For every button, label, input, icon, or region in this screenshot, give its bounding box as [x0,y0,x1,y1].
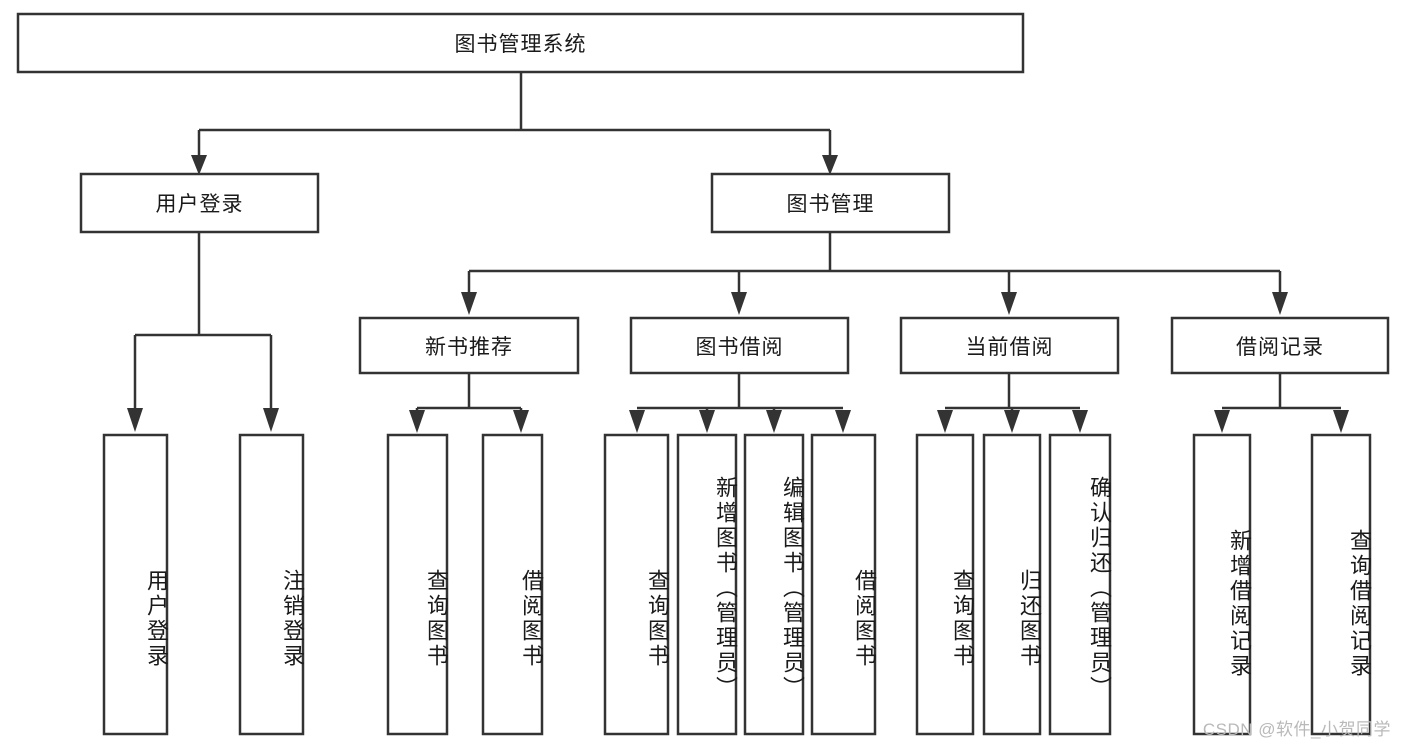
node-root[interactable] [16,12,1025,74]
arrow-head-new-book [461,292,477,315]
arrow-head-newbook-leaf1 [409,410,425,433]
arrow-head-bookborrow-leaf4 [835,410,851,433]
node-user-login[interactable] [79,172,320,234]
leaf-book-borrow-3[interactable] [810,433,877,736]
leaf-current-borrow-2[interactable] [1048,433,1112,736]
node-book-management[interactable] [710,172,951,234]
boxes-group [16,12,1390,736]
leaf-current-borrow-0[interactable] [915,433,975,736]
leaf-user-login-0[interactable] [102,433,169,736]
arrow-head-current-borrow [1001,292,1017,315]
arrow-head-bookborrow-leaf3 [766,410,782,433]
arrow-head-borrowrecords-leaf1 [1214,410,1230,433]
leaf-borrow-records-0[interactable] [1192,433,1252,736]
arrow-head-newbook-leaf2 [513,410,529,433]
leaf-new-book-0[interactable] [386,433,449,736]
leaf-borrow-records-1[interactable] [1310,433,1372,736]
arrow-head-currentborrow-leaf2 [1004,410,1020,433]
leaf-book-borrow-1[interactable] [676,433,738,736]
node-borrow-records[interactable] [1170,316,1390,375]
arrow-head-bookborrow-leaf2 [699,410,715,433]
arrow-head-userlogin-leaf1 [127,408,143,432]
arrow-head-borrowrecords-leaf2 [1333,410,1349,433]
watermark-text: CSDN @软件_小贺同学 [1202,720,1391,739]
arrow-head-borrow-records [1272,292,1288,315]
arrow-head-book-mgmt [822,155,838,175]
arrow-head-bookborrow-leaf1 [629,410,645,433]
arrow-head-user-login [191,155,207,175]
leaf-book-borrow-2[interactable] [743,433,805,736]
arrow-head-book-borrow [731,292,747,315]
node-new-book-recommend[interactable] [358,316,580,375]
node-current-borrow[interactable] [899,316,1120,375]
arrow-head-userlogin-leaf2 [263,408,279,432]
leaf-user-login-1[interactable] [238,433,305,736]
arrow-head-currentborrow-leaf3 [1072,410,1088,433]
arrow-head-currentborrow-leaf1 [937,410,953,433]
leaf-new-book-1[interactable] [481,433,544,736]
leaf-book-borrow-0[interactable] [603,433,670,736]
connectors-group [127,72,1349,433]
node-book-borrow[interactable] [629,316,850,375]
leaf-current-borrow-1[interactable] [982,433,1042,736]
